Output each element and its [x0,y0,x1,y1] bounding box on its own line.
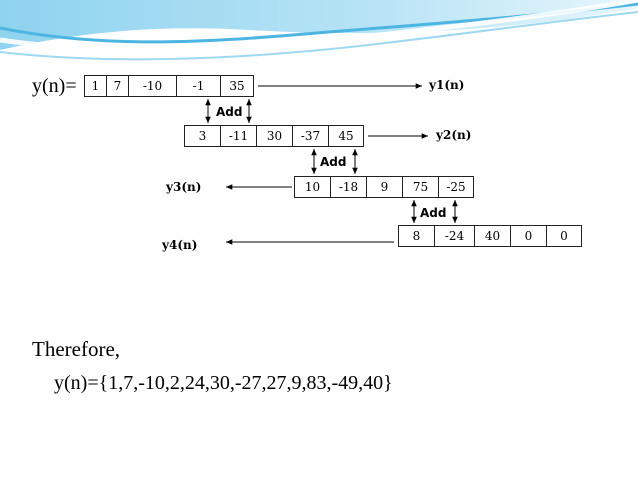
cell: 8 [399,226,435,246]
add-label-1: Add [216,105,243,119]
lhs-label: y(n)= [32,75,77,97]
row-y4: 8 -24 40 0 0 [398,225,582,247]
cell: 0 [560,229,568,243]
cell: -25 [446,180,466,194]
row-y2: 3 -11 30 -37 45 [184,125,364,147]
cell: 75 [403,177,439,197]
add-label-3: Add [420,206,447,220]
conclusion-result: y(n)={1,7,-10,2,24,30,-27,27,9,83,-49,40… [54,372,393,394]
cell: 10 [295,177,331,197]
cell: 1 [85,76,107,96]
cell: -11 [221,126,257,146]
cell: 45 [338,129,354,143]
cell: -37 [293,126,329,146]
cell: -1 [177,76,221,96]
label-y2: y2(n) [436,128,472,142]
cell: 9 [367,177,403,197]
row-y1: 1 7 -10 -1 35 [84,75,254,97]
conclusion-heading: Therefore, [32,337,121,361]
row-y3: 10 -18 9 75 -25 [294,176,474,198]
horizontal-arrows [226,83,428,245]
cell: -18 [331,177,367,197]
add-arrows [205,99,458,223]
cell: -24 [435,226,475,246]
cell: 40 [475,226,511,246]
label-y1: y1(n) [429,78,465,92]
header-wave-decoration [0,0,638,70]
label-y3: y3(n) [166,180,202,194]
cell: -10 [129,76,177,96]
cell: 7 [107,76,129,96]
cell: 35 [229,79,245,93]
add-label-2: Add [320,155,347,169]
cell: 3 [185,126,221,146]
label-y4: y4(n) [162,238,198,252]
cell: 30 [257,126,293,146]
cell: 0 [511,226,547,246]
